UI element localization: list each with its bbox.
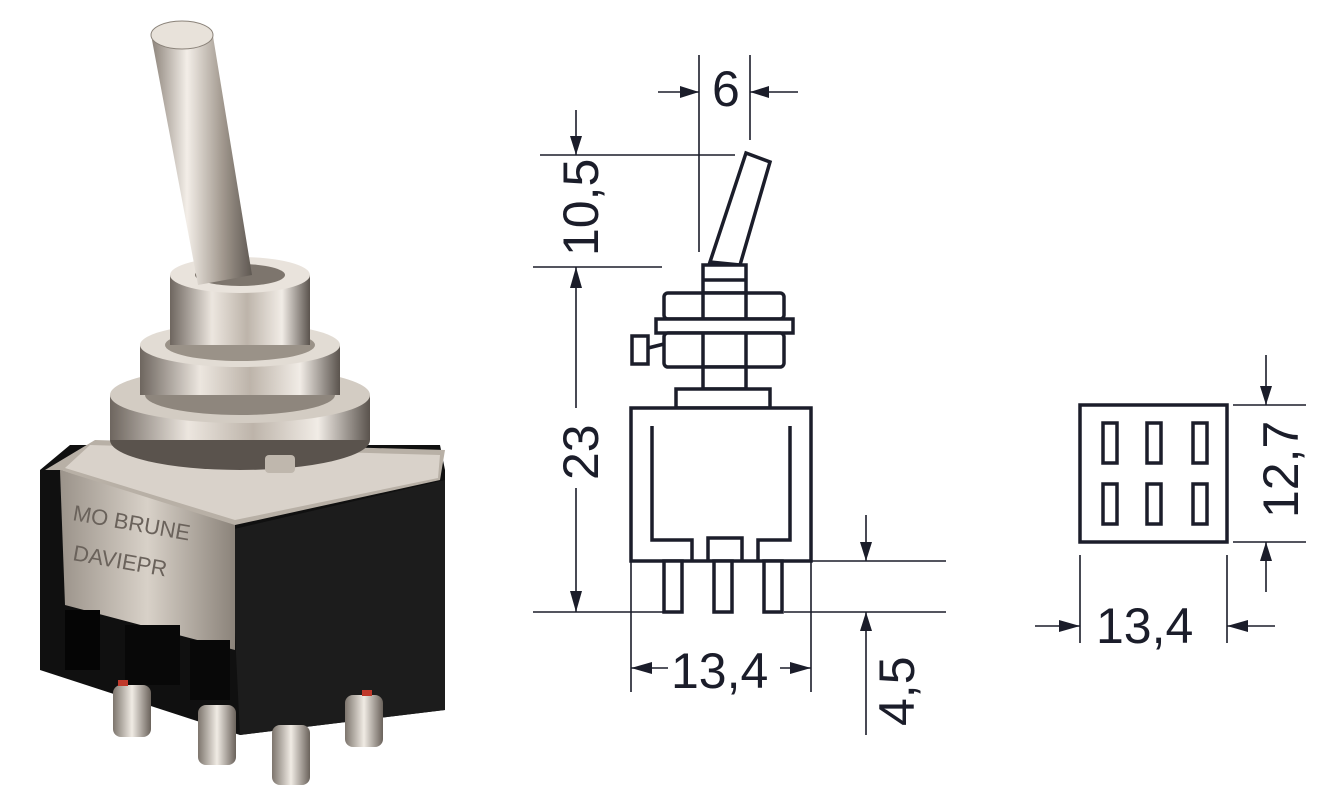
drawing-pin <box>712 559 734 614</box>
dimension-footprint-width: 13,4 <box>1035 555 1275 654</box>
drawing-pin <box>662 559 684 614</box>
dimension-body-width: 13,4 <box>630 561 812 699</box>
dimension-label-footprint-width: 13,4 <box>1096 598 1193 654</box>
switch-housing: MO BRUNE DAVIEPR <box>40 440 445 735</box>
footprint-pin-slot <box>1191 421 1209 465</box>
drawing-lever <box>707 150 773 267</box>
dimension-label-body-width: 13,4 <box>671 643 768 699</box>
footprint-pin-slot <box>1101 421 1119 465</box>
dimension-body-height: 23 <box>533 267 664 613</box>
pin <box>272 725 310 785</box>
drawing-lock-tab <box>630 334 650 366</box>
footprint-pin-slot <box>1145 482 1163 526</box>
dimension-label-body-height: 23 <box>553 424 609 480</box>
footprint-pin-slot <box>1191 482 1209 526</box>
dimension-label-pin-length: 4,5 <box>869 656 925 726</box>
drawing-body <box>629 406 813 563</box>
dimension-label-toggle-width: 6 <box>712 61 740 117</box>
drawing-upper-nut <box>662 291 786 321</box>
dimension-label-toggle-height: 10,5 <box>553 159 609 256</box>
dimension-toggle-height: 10,5 <box>533 110 735 268</box>
footprint-pin-slot <box>1145 421 1163 465</box>
footprint-pin-slot <box>1101 482 1119 526</box>
toggle-switch-photo: MO BRUNE DAVIEPR <box>40 20 445 785</box>
pin <box>345 695 383 747</box>
drawing-lower-nut <box>662 331 786 369</box>
dimension-footprint-height: 12,7 <box>1233 355 1309 592</box>
drawing-washer <box>654 317 795 335</box>
threaded-collar <box>110 257 370 473</box>
toggle-lever <box>150 20 252 285</box>
pin <box>113 685 151 737</box>
solder-pins <box>113 680 383 785</box>
footprint-view <box>1078 403 1229 544</box>
dimension-label-footprint-height: 12,7 <box>1253 421 1309 518</box>
metal-frame-plate <box>60 470 235 650</box>
side-view-drawing <box>629 150 813 614</box>
dimension-toggle-width: 6 <box>658 55 798 252</box>
drawing-pin <box>762 559 784 614</box>
pin <box>198 705 236 765</box>
